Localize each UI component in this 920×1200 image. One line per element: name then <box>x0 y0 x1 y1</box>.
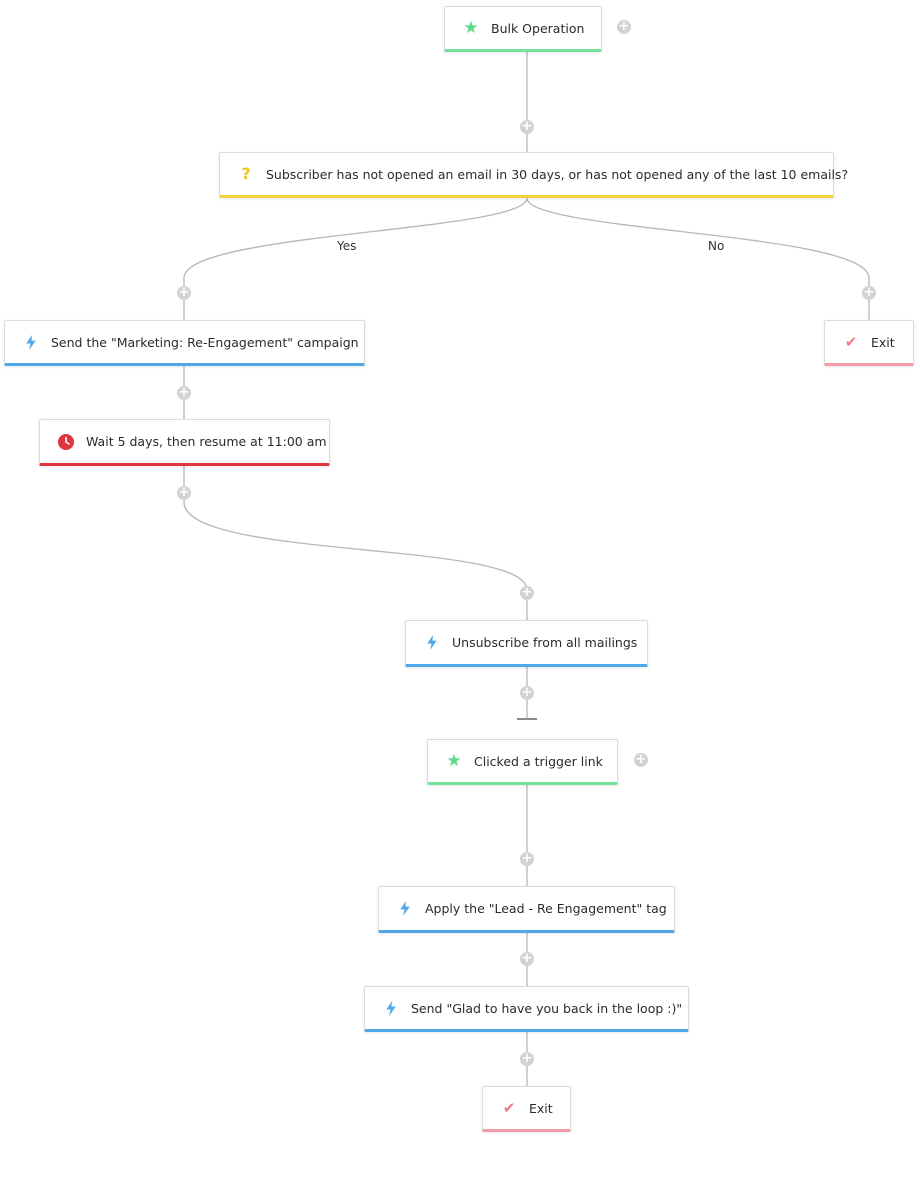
add-step-button[interactable]: + <box>177 385 191 400</box>
condition-label: Subscriber has not opened an email in 30… <box>266 166 849 182</box>
clock-icon <box>58 433 74 450</box>
clicked-trigger-label: Clicked a trigger link <box>474 753 603 769</box>
exit-label: Exit <box>871 334 895 350</box>
send-campaign-label: Send the "Marketing: Re-Engagement" camp… <box>51 334 359 350</box>
add-step-button[interactable]: + <box>520 1051 534 1066</box>
checkmark-icon: ✔ <box>502 1099 516 1117</box>
add-step-button[interactable]: + <box>520 951 534 966</box>
send-campaign-node[interactable]: Send the "Marketing: Re-Engagement" camp… <box>4 320 365 366</box>
lightning-icon <box>397 901 413 917</box>
bulk-operation-node[interactable]: ★ Bulk Operation <box>444 6 602 52</box>
send-email-label: Send "Glad to have you back in the loop … <box>411 1000 683 1016</box>
wait-node[interactable]: Wait 5 days, then resume at 11:00 am <box>39 419 330 466</box>
question-icon: ? <box>241 164 251 183</box>
add-trigger-button[interactable]: + <box>617 19 631 34</box>
lightning-icon <box>23 334 39 350</box>
apply-tag-node[interactable]: Apply the "Lead - Re Engagement" tag <box>378 886 675 933</box>
branch-yes-label: Yes <box>331 238 363 254</box>
clicked-trigger-node[interactable]: ★ Clicked a trigger link <box>427 739 618 785</box>
send-email-node[interactable]: Send "Glad to have you back in the loop … <box>364 986 689 1032</box>
exit-node[interactable]: ✔ Exit <box>482 1086 571 1132</box>
add-trigger-button[interactable]: + <box>634 752 648 767</box>
checkmark-icon: ✔ <box>844 333 858 351</box>
apply-tag-label: Apply the "Lead - Re Engagement" tag <box>425 901 667 916</box>
exit-node[interactable]: ✔ Exit <box>824 320 914 366</box>
star-icon: ★ <box>446 751 462 771</box>
add-step-button[interactable]: + <box>177 485 191 500</box>
branch-no-label: No <box>702 238 731 254</box>
add-step-button[interactable]: + <box>520 851 534 866</box>
flow-end-marker <box>517 718 537 720</box>
condition-node[interactable]: ? Subscriber has not opened an email in … <box>219 152 848 198</box>
add-step-button[interactable]: + <box>520 585 534 600</box>
bulk-operation-label: Bulk Operation <box>491 20 585 36</box>
add-step-button[interactable]: + <box>520 119 534 134</box>
unsubscribe-node[interactable]: Unsubscribe from all mailings <box>405 620 648 667</box>
unsubscribe-label: Unsubscribe from all mailings <box>452 635 638 650</box>
add-step-button[interactable]: + <box>862 285 876 300</box>
add-step-button[interactable]: + <box>520 685 534 700</box>
wait-label: Wait 5 days, then resume at 11:00 am <box>86 434 327 449</box>
lightning-icon <box>383 1000 399 1016</box>
exit-label: Exit <box>529 1100 553 1116</box>
star-icon: ★ <box>463 18 479 38</box>
lightning-icon <box>424 635 440 651</box>
add-step-button[interactable]: + <box>177 285 191 300</box>
